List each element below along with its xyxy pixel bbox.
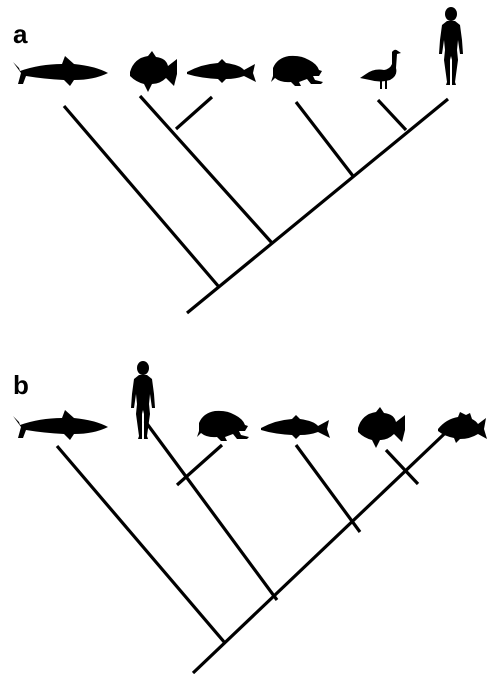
branch xyxy=(138,94,274,245)
goose-icon xyxy=(360,49,401,89)
branch xyxy=(376,98,408,132)
tree-a xyxy=(62,94,450,315)
frog-icon xyxy=(271,55,323,86)
branch xyxy=(62,104,221,289)
trout-icon xyxy=(261,415,330,439)
shark-icon xyxy=(13,56,108,86)
goldfish-icon xyxy=(130,51,177,92)
trout-icon xyxy=(187,59,256,83)
perch-icon xyxy=(438,412,487,443)
human-icon xyxy=(439,7,463,85)
branch xyxy=(185,97,450,315)
tree-b xyxy=(55,416,463,674)
goldfish-icon xyxy=(358,407,405,448)
shark-icon xyxy=(13,410,108,440)
branch xyxy=(294,101,355,177)
branch xyxy=(175,443,224,487)
branch xyxy=(191,416,463,674)
branch xyxy=(174,95,214,131)
frog-icon xyxy=(197,410,249,441)
branch xyxy=(143,420,279,601)
branch xyxy=(294,444,362,533)
branch xyxy=(55,444,227,645)
panel-b-label: b xyxy=(13,370,29,400)
panel-a-label: a xyxy=(13,19,28,49)
branch xyxy=(384,448,420,486)
